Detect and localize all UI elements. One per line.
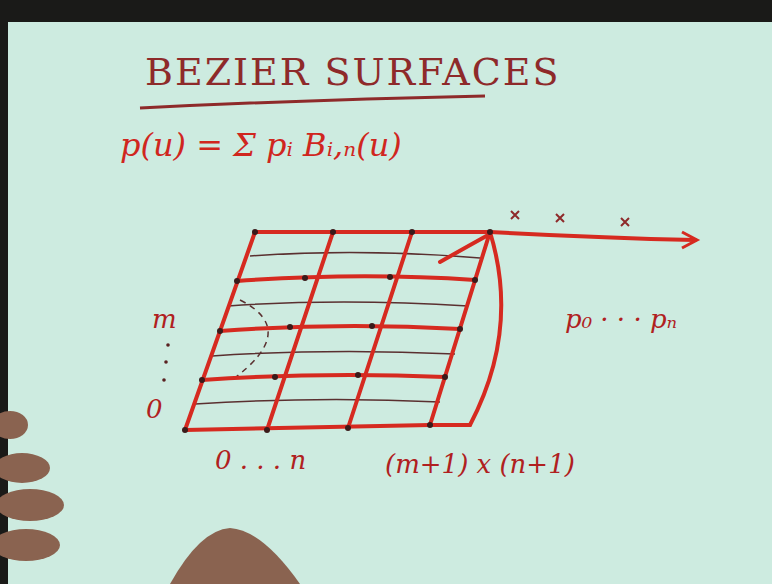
ellipsis-dots <box>162 343 170 382</box>
axis-label: m <box>152 305 177 334</box>
surface-grid <box>185 232 695 430</box>
grid-size: (m+1) x (n+1) <box>385 450 575 479</box>
axis-label: 0 <box>146 395 163 424</box>
axis-label: 0 . . . n <box>215 446 306 475</box>
slide-title: BEZIER SURFACES <box>145 52 561 94</box>
title-underline <box>140 96 485 108</box>
x-marks <box>511 211 629 226</box>
paper-sheet <box>8 22 772 584</box>
control-points-label: p₀ · · · pₙ <box>565 305 677 334</box>
hands <box>0 411 300 584</box>
arrow-head <box>682 232 697 248</box>
control-points <box>182 229 493 433</box>
formula: p(u) = Σ pᵢ Bᵢ,ₙ(u) <box>120 128 402 163</box>
